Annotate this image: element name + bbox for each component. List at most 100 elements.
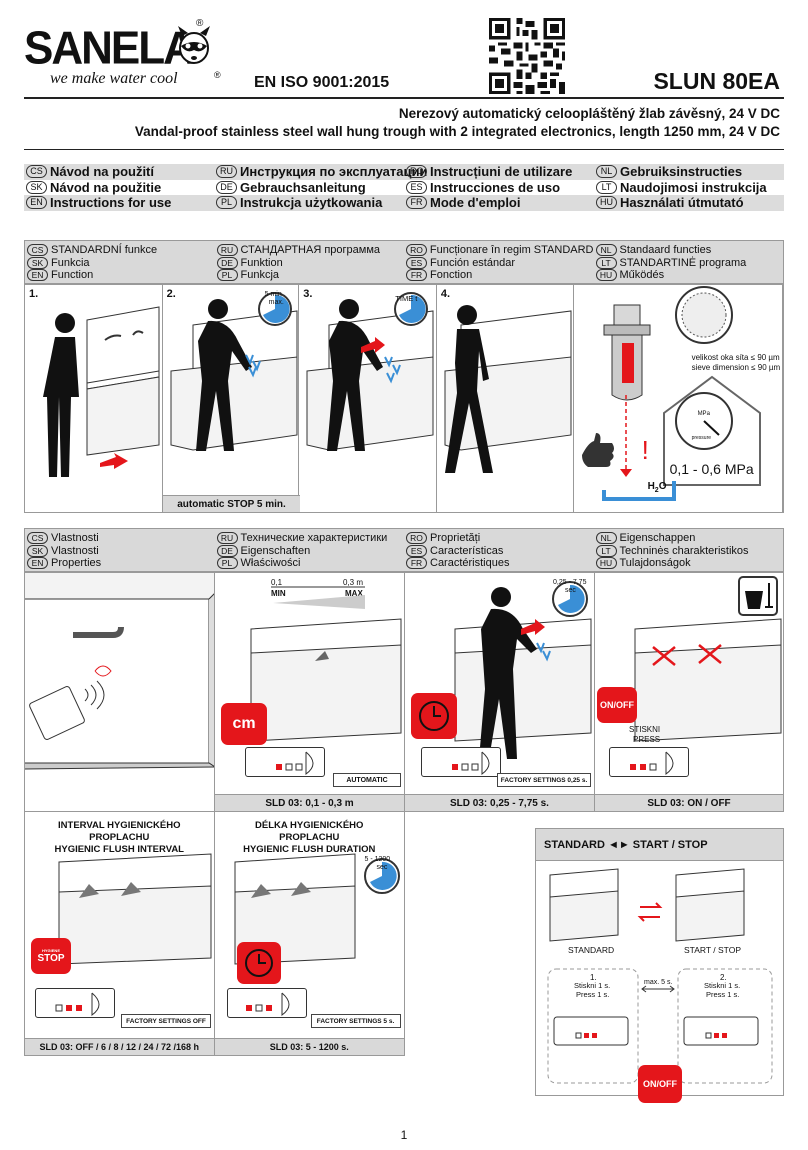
lang-label: Techninės charakteristikos (619, 544, 749, 557)
step-4-panel: 4. (437, 285, 574, 512)
clock-button[interactable] (236, 942, 281, 984)
h2o-sub: 2 (654, 487, 659, 494)
onoff-button[interactable]: ON/OFF (638, 1065, 682, 1103)
clock-button[interactable] (411, 693, 457, 739)
sink-illustration (250, 586, 402, 742)
interval-title-line: INTERVAL HYGIENICKÉHO (58, 820, 181, 831)
lang-label: STANDARTINĖ programa (619, 256, 747, 269)
person-approach-illustration (43, 306, 160, 477)
duration-title-line: PROPLACHU (279, 832, 340, 843)
step-number: 1. (29, 288, 39, 300)
sieve-label-en: sieve dimension ≤ 90 µm (691, 363, 781, 372)
timer-label: max. (268, 299, 284, 306)
lang-code: PL (216, 557, 238, 570)
lang-label: Fonction (430, 269, 473, 282)
iso-label: EN ISO 9001:2015 (254, 74, 390, 91)
lang-label: Características (430, 544, 504, 557)
hygiene-duration-panel: DÉLKA HYGIENICKÉHO PROPLACHU HYGIENIC FL… (214, 812, 404, 1055)
press-label-en: Press 1 s. (706, 990, 740, 999)
lang-code: DE (216, 544, 238, 557)
registered-mark: ® (196, 18, 204, 29)
lang-label: Технические характеристики (240, 532, 388, 545)
logo-tagline: we make water cool (50, 70, 178, 87)
registered-mark-2: ® (214, 70, 221, 80)
lang-code: CS (27, 244, 48, 257)
lang-label: Návod na použitie (50, 179, 162, 195)
subtitle-cs: Nerezový automatický celoopláštěný žlab … (398, 106, 780, 121)
lang-label: Funkcja (240, 269, 280, 282)
timer-label: 5 min (264, 291, 282, 298)
timer-icon (257, 292, 292, 326)
lang-code: EN (27, 269, 48, 282)
lang-code: ES (406, 256, 427, 269)
function-panels: 1. 2. 5 min max. 3. (24, 284, 784, 513)
lang-code: SK (27, 256, 48, 269)
standard-title: STANDARD ◄► START / STOP (536, 829, 783, 861)
max-time-label: max. 5 s. (644, 979, 673, 986)
step-1-panel: 1. (25, 285, 163, 512)
delay-panel: 0,25 - 7,75 sec FACTORY SETTINGS 0,25 s.… (405, 573, 595, 811)
lang-label: Function (51, 269, 94, 282)
control-unit (226, 988, 307, 1018)
lang-code: NL (596, 165, 617, 179)
sensor-detail-illustration (25, 573, 214, 770)
lang-code: HU (595, 269, 617, 282)
lang-code: PL (216, 269, 238, 282)
duration-title-line: DÉLKA HYGIENICKÉHO (255, 820, 364, 831)
pressure-range: 0,1 - 0,6 MPa (669, 461, 754, 477)
duration-caption: SLD 03: 5 - 1200 s. (214, 1038, 404, 1055)
control-unit (609, 747, 689, 777)
gauge-unit: MPa (697, 411, 710, 417)
person-washing-illustration (454, 587, 592, 759)
standard-label: STANDARD (568, 945, 615, 955)
duration-title-line: HYGIENIC FLUSH DURATION (243, 844, 376, 855)
lang-code: RO (406, 165, 427, 179)
lang-code: CS (27, 532, 48, 545)
press-label-en: PRESS (633, 735, 661, 744)
timer-label: 5 - 1200 (364, 856, 391, 863)
step-number: 2. (720, 973, 727, 982)
distance-max-label: MAX (345, 589, 363, 598)
mode-label: AUTOMATIC (333, 773, 401, 787)
lang-code: FR (406, 557, 427, 570)
control-unit (35, 988, 115, 1018)
lang-code: LT (595, 544, 617, 557)
range-button[interactable]: cm (221, 703, 267, 745)
page-number: 1 (400, 1128, 408, 1142)
lang-label: Funcționare în regim STANDARD (429, 244, 594, 257)
lang-label: Caractéristiques (430, 557, 510, 570)
lang-label: Инструкция по эксплуатации (240, 164, 428, 180)
water-supply-panel: velikost oka síta ≤ 90 µm sieve dimensio… (574, 285, 784, 512)
distance-min-label: MIN (271, 589, 286, 598)
lang-label: Működés (619, 269, 665, 282)
lang-code: FR (406, 269, 427, 282)
interval-title-line: PROPLACHU (89, 832, 150, 843)
hygiene-stop-button[interactable]: HYGIENE STOP (31, 938, 71, 974)
press-label-en: Press 1 s. (576, 990, 610, 999)
clock-icon (244, 949, 273, 977)
onoff-button[interactable]: ON/OFF (597, 687, 637, 723)
lang-label: Standaard functies (619, 244, 712, 257)
lang-code: RU (216, 165, 237, 179)
lang-code: SK (26, 180, 47, 194)
sanela-logo: SANELA ® we make water cool ® (24, 18, 221, 96)
